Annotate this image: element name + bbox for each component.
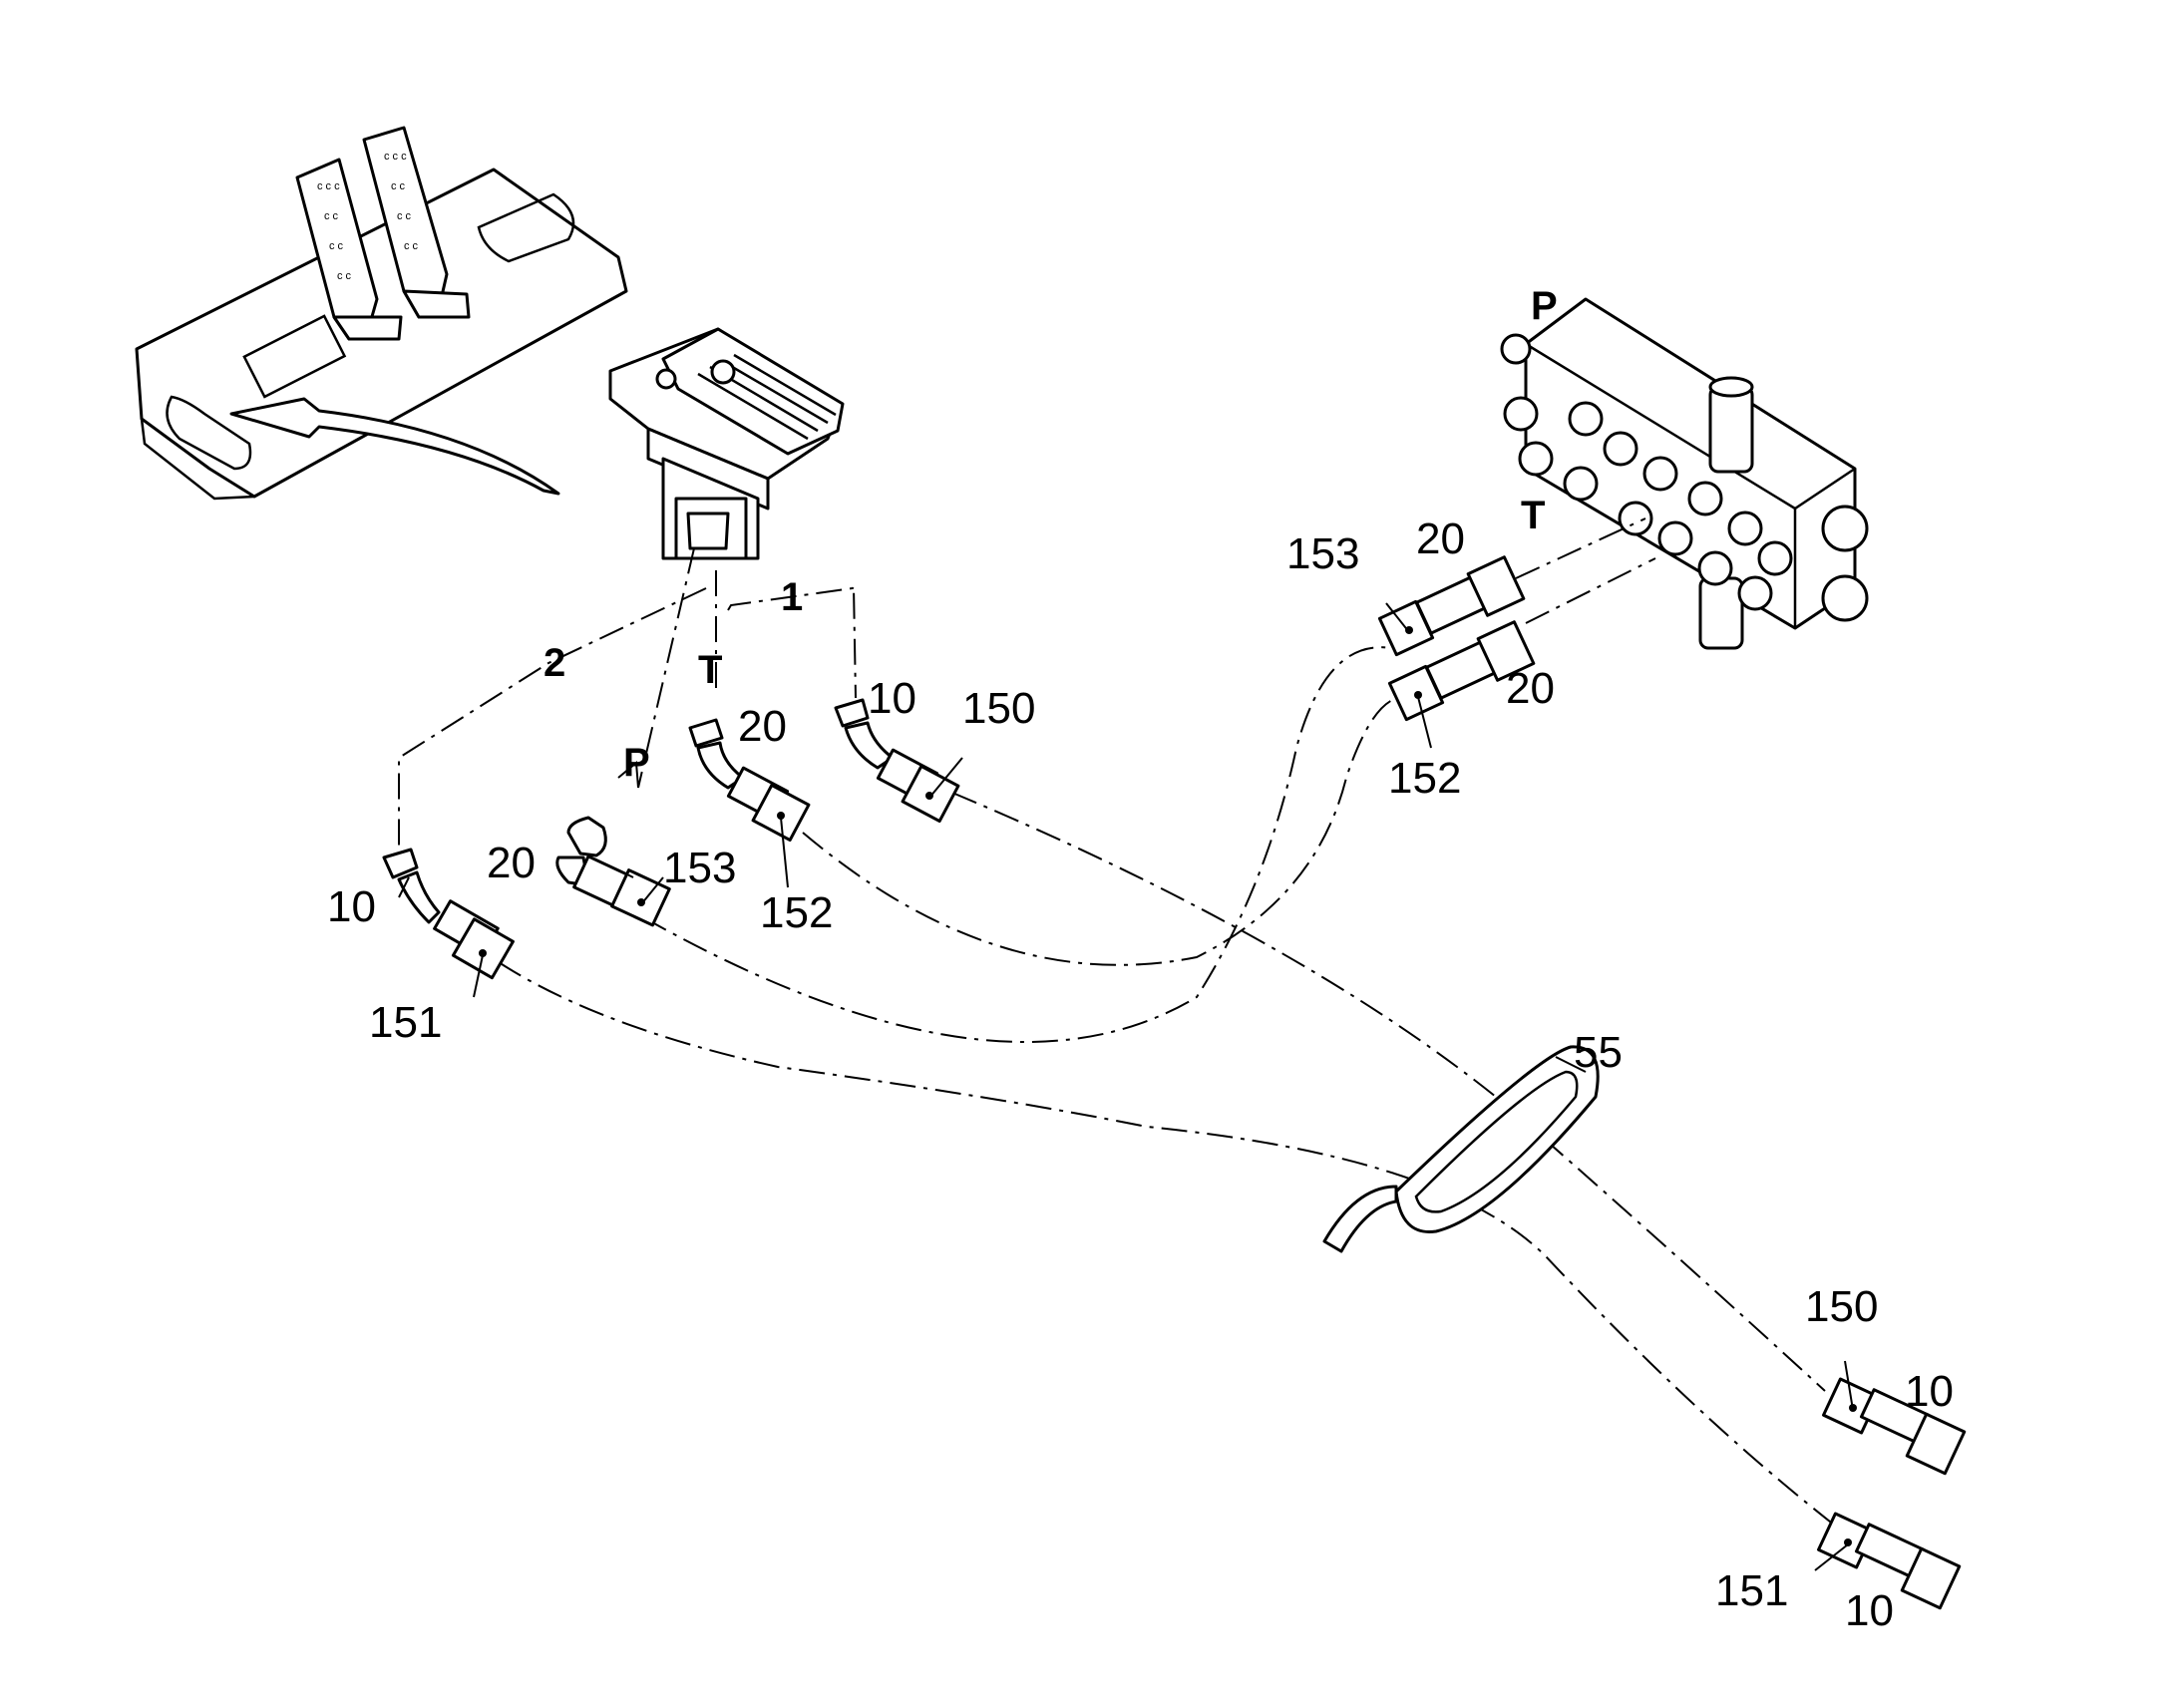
hose-assembly-151-left [382, 848, 515, 980]
callout-20-p: 20 [487, 839, 536, 887]
callout-153-p: 153 [663, 844, 736, 892]
callout-10-end-bottom: 10 [1845, 1586, 1894, 1635]
floor-plate-with-pedals: c c c c c c c c c c c c c c c c c c [135, 126, 628, 501]
route-151 [498, 961, 1836, 1527]
hose-assembly-152-t [688, 718, 811, 843]
callout-20-manifold-top: 20 [1416, 514, 1465, 563]
callout-10-end-top: 10 [1905, 1367, 1954, 1416]
line-p-route [637, 547, 695, 789]
line-2-route [398, 587, 707, 848]
callout-55: 55 [1574, 1028, 1623, 1077]
port-p-valve-label: P [623, 741, 650, 785]
route-manifold-20-top [1515, 517, 1646, 579]
callout-151-end: 151 [1715, 1566, 1788, 1615]
hose-assembly-153-p [555, 816, 671, 927]
pedal-valve [608, 327, 845, 560]
callout-10-left: 10 [327, 882, 376, 931]
hose-clamp [1322, 1045, 1600, 1253]
callout-152-t: 152 [760, 888, 833, 937]
callout-152-manifold: 152 [1388, 754, 1461, 803]
route-152 [802, 696, 1412, 966]
callout-151-left: 151 [369, 998, 442, 1047]
hose-assembly-152-manifold [1387, 620, 1536, 722]
line-1-label: 1 [781, 575, 803, 619]
svg-text:c c: c c [397, 210, 412, 222]
leader-lines [398, 602, 1854, 1571]
hose-assembly-151-end [1817, 1512, 1962, 1610]
route-manifold-20-bottom [1525, 557, 1656, 624]
callout-20-t: 20 [738, 702, 787, 751]
svg-text:c c: c c [324, 210, 339, 222]
port-t-manifold-label: T [1521, 494, 1545, 537]
callout-150-end: 150 [1805, 1282, 1878, 1331]
svg-text:c c: c c [329, 240, 344, 252]
callout-150-mid: 150 [962, 684, 1035, 733]
line-1-route [727, 585, 857, 699]
line-2-label: 2 [544, 641, 565, 685]
port-p-manifold-label: P [1531, 284, 1558, 328]
port-t-valve-label: T [698, 648, 722, 692]
svg-text:c c: c c [337, 270, 352, 282]
manifold-block [1500, 297, 1869, 650]
svg-text:c c: c c [391, 180, 406, 192]
route-150 [951, 792, 1826, 1392]
svg-text:c c c: c c c [317, 180, 340, 192]
svg-text:c c: c c [404, 240, 419, 252]
callout-20-manifold-bottom: 20 [1506, 664, 1555, 713]
hose-assembly-150-end [1822, 1377, 1967, 1476]
svg-text:c c c: c c c [384, 151, 407, 163]
callout-153-manifold: 153 [1286, 529, 1359, 578]
hose-routes [398, 517, 1836, 1527]
callout-10-mid: 10 [868, 674, 916, 723]
